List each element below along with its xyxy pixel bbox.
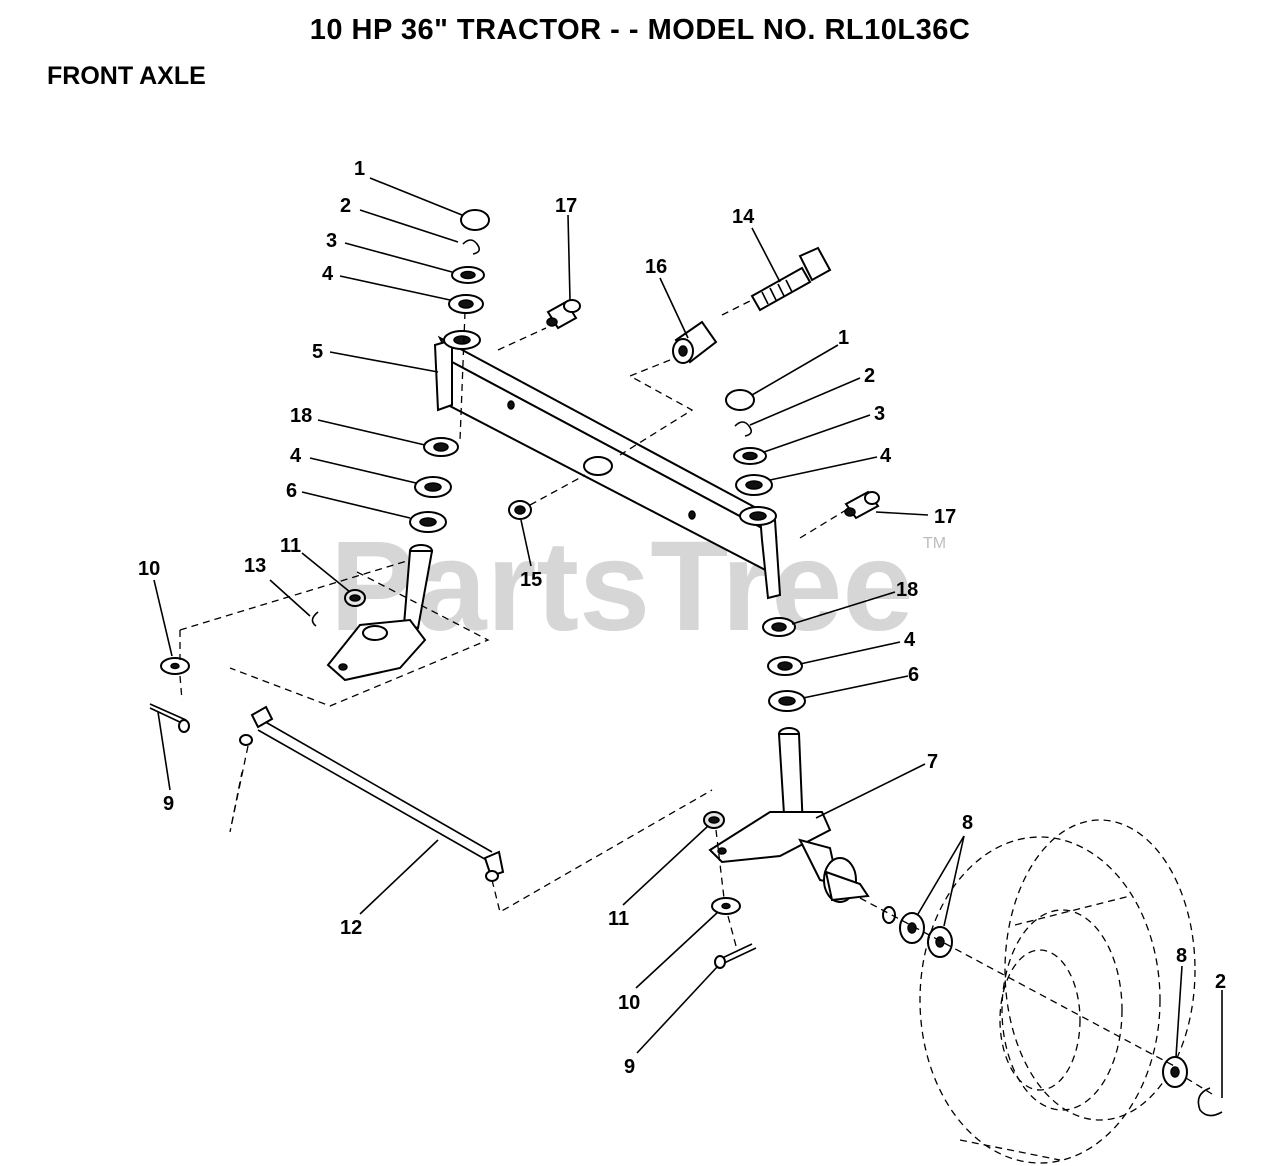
cap-1-right — [725, 389, 755, 411]
callout-6-right: 6 — [908, 664, 919, 686]
callout-18: 18 — [290, 405, 312, 427]
spindle-right-7 — [708, 727, 870, 903]
callout-18-right: 18 — [896, 579, 918, 601]
leader-lines — [153, 177, 1223, 1098]
clip-13 — [311, 611, 319, 627]
section-title: FRONT AXLE — [47, 62, 206, 90]
front-wheel — [919, 819, 1196, 1164]
callout-2: 2 — [340, 195, 351, 217]
callout-4-left-lower: 4 — [290, 445, 302, 467]
retainer-ring-2-left — [462, 239, 481, 255]
callout-12: 12 — [340, 917, 362, 939]
callout-3-right: 3 — [874, 403, 885, 425]
callout-1-right: 1 — [838, 327, 849, 349]
callout-3: 3 — [326, 230, 337, 252]
watermark-text: PartsTree — [330, 515, 914, 658]
spacer-16 — [672, 320, 718, 364]
callout-9: 9 — [163, 793, 174, 815]
callout-4: 4 — [322, 263, 334, 285]
callout-4-right: 4 — [880, 445, 892, 467]
retainer-ring-2-right — [734, 421, 753, 437]
bolt-14 — [750, 246, 832, 312]
hub-ring — [882, 906, 896, 924]
callout-16: 16 — [645, 256, 667, 278]
cap-1-left — [460, 209, 490, 231]
callout-10-right: 10 — [618, 992, 640, 1014]
grease-fitting-17-right — [844, 490, 880, 520]
callout-14: 14 — [732, 206, 755, 228]
retainer-2-wheel — [1197, 1087, 1223, 1117]
callout-2-right: 2 — [864, 365, 875, 387]
callout-8-outer: 8 — [1176, 945, 1187, 967]
callout-5: 5 — [312, 341, 323, 363]
drag-link-12 — [239, 705, 505, 882]
callout-4-right-lower: 4 — [904, 629, 916, 651]
spindle-left — [326, 544, 434, 682]
callout-1: 1 — [354, 158, 365, 180]
callout-13: 13 — [244, 555, 266, 577]
watermark-tm: TM — [923, 535, 946, 552]
callout-6: 6 — [286, 480, 297, 502]
callout-8: 8 — [962, 812, 973, 834]
callout-11: 11 — [280, 535, 301, 557]
callout-7: 7 — [927, 751, 938, 773]
grease-fitting-17-left — [546, 299, 581, 330]
axle-beam — [433, 330, 782, 600]
callout-10: 10 — [138, 558, 160, 580]
callout-2-wheel: 2 — [1215, 971, 1226, 993]
page-title: 10 HP 36" TRACTOR - - MODEL NO. RL10L36C — [309, 14, 971, 46]
cotter-pin-9-left — [149, 703, 187, 725]
callout-11-right: 11 — [608, 908, 629, 930]
callout-17: 17 — [555, 195, 577, 217]
callout-15: 15 — [520, 569, 542, 591]
callout-9-right: 9 — [624, 1056, 635, 1078]
callout-17-right: 17 — [934, 506, 956, 528]
